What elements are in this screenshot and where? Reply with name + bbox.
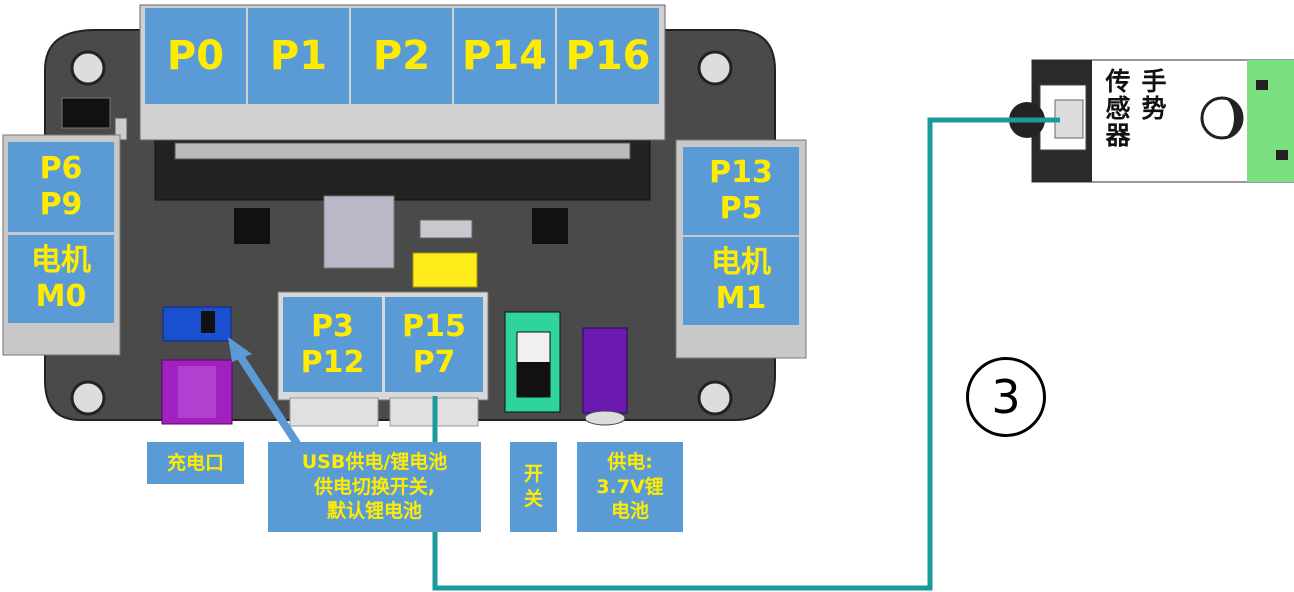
sensor-edge-pad <box>1256 80 1268 90</box>
switch-knob <box>201 311 215 333</box>
port-label-p3-p12: P3 P12 <box>283 297 382 392</box>
port-label-p0: P0 <box>145 8 246 104</box>
battery-label: 供电: 3.7V锂 电池 <box>577 442 683 532</box>
port-label-p13-p5: P13 P5 <box>683 147 799 235</box>
mount-hole <box>70 380 106 416</box>
port-label-p15-p7: P15 P7 <box>385 297 483 392</box>
battery-connector <box>582 327 628 414</box>
charge-port-inner <box>178 366 216 418</box>
gesture-sensor-label: 手势 传感器 <box>1102 68 1167 149</box>
mount-hole <box>697 380 733 416</box>
chip-gray <box>323 195 395 269</box>
power-switch-label: 开 关 <box>510 442 557 532</box>
chip <box>234 208 270 244</box>
port-socket <box>289 397 379 427</box>
port-label-p6-p9: P6 P9 <box>8 142 114 232</box>
battery-connector-base <box>584 410 626 426</box>
chip <box>532 208 568 244</box>
sensor-edge-pad <box>1276 150 1288 160</box>
chip <box>61 97 111 129</box>
mount-hole <box>697 50 733 86</box>
port-label-p16: P16 <box>557 8 659 104</box>
mount-hole <box>70 50 106 86</box>
sensor-green-edge <box>1247 60 1294 182</box>
yellow-component <box>412 252 478 288</box>
pointer-arrowhead <box>228 337 252 362</box>
port-label-p1: P1 <box>248 8 349 104</box>
connection-number: 3 <box>966 357 1046 437</box>
usb-battery-switch <box>162 306 232 342</box>
motor-label-m1: 电机 M1 <box>683 237 799 325</box>
port-label-p14: P14 <box>454 8 555 104</box>
power-switch-knob <box>517 362 550 397</box>
motor-label-m0: 电机 M0 <box>8 235 114 323</box>
switch-note-label: USB供电/锂电池 供电切换开关, 默认锂电池 <box>268 442 481 532</box>
pointer-arrow <box>232 347 302 448</box>
port-label-p2: P2 <box>351 8 452 104</box>
edge-connector-slot <box>174 142 631 160</box>
chip-small <box>419 219 473 239</box>
charge-port-label: 充电口 <box>147 442 244 484</box>
sensor-lens-shade <box>1222 98 1242 138</box>
